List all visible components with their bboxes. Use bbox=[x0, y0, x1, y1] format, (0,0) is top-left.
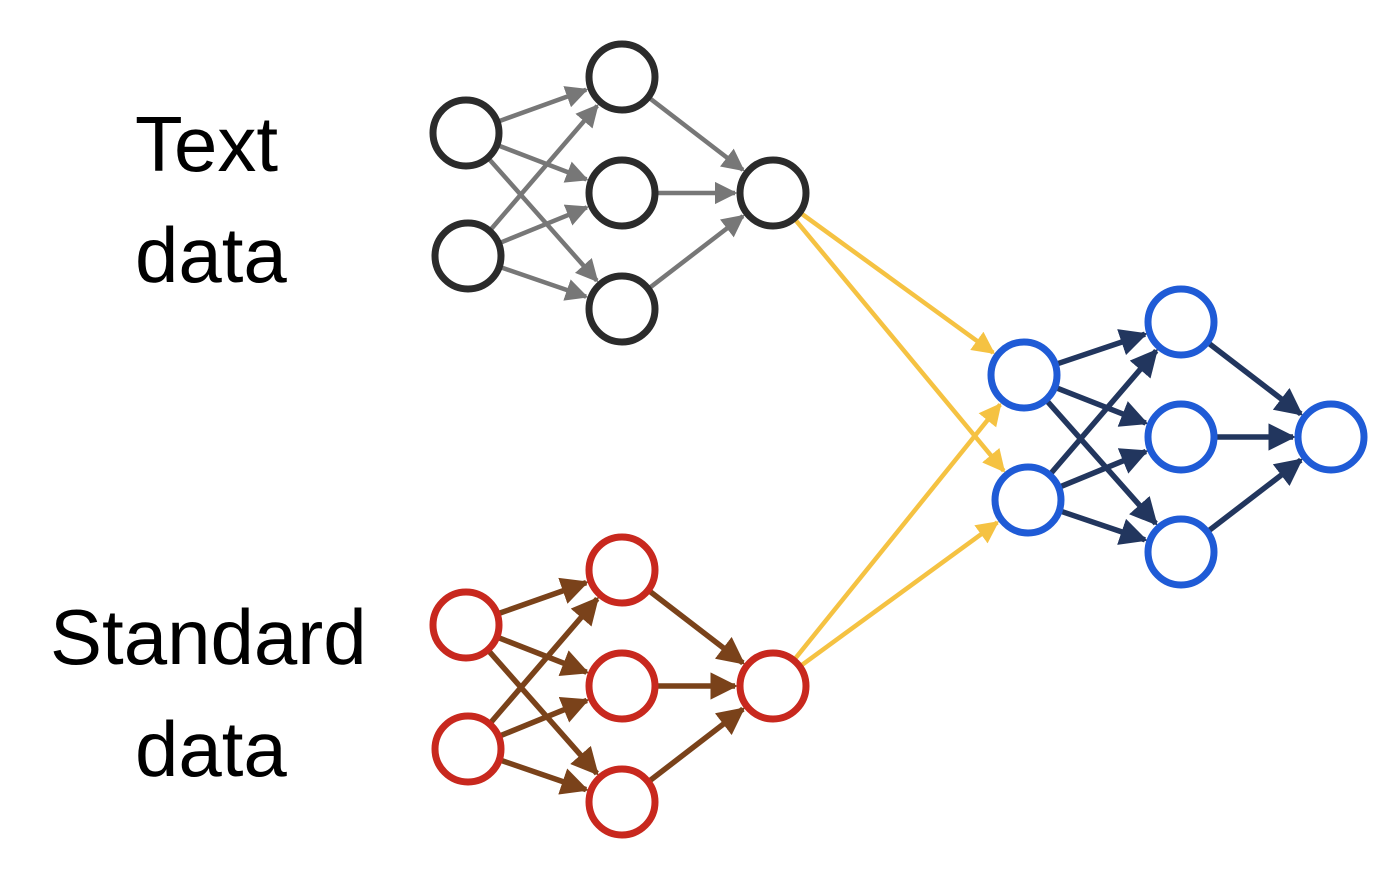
standard-edge-s_in1-to-s_h2 bbox=[497, 635, 590, 676]
text-edge-t_in1-to-t_h1 bbox=[498, 86, 589, 124]
merge-edge-s_out-to-m_in1 bbox=[793, 402, 1002, 661]
text-node-t_h2 bbox=[585, 156, 659, 230]
standard-edge-s_in2-to-s_h3 bbox=[500, 757, 589, 795]
head-edge-m_in1-to-m_h1 bbox=[1056, 329, 1148, 367]
head-edge-m_in1-to-m_h3 bbox=[1045, 399, 1158, 526]
standard-edge-s_in2-to-s_h1 bbox=[488, 596, 600, 725]
head-node-m_out bbox=[1294, 400, 1368, 474]
nodes-layer bbox=[429, 40, 1368, 839]
head-edge-m_h3-to-m_out bbox=[1207, 457, 1303, 533]
text-node-t_in2 bbox=[431, 219, 505, 293]
standard-edge-s_in2-to-s_h2 bbox=[499, 697, 590, 739]
text-data-label-line2: data bbox=[135, 211, 287, 299]
text-edge-t_in1-to-t_h2 bbox=[497, 143, 589, 183]
text-edge-t_in1-to-t_h3 bbox=[487, 157, 599, 283]
text-node-t_h1 bbox=[585, 40, 659, 114]
text-data-label-line1: Text bbox=[135, 100, 279, 188]
head-node-m_in1 bbox=[987, 338, 1061, 412]
standard-data-label-line2: data bbox=[135, 705, 287, 793]
text-node-t_h3 bbox=[585, 272, 659, 346]
merge-edge-t_out-to-m_in1 bbox=[799, 211, 996, 355]
text-edge-t_in2-to-t_h1 bbox=[489, 104, 599, 231]
head-edge-m_h1-to-m_out bbox=[1207, 341, 1303, 417]
text-node-t_out bbox=[736, 156, 810, 230]
standard-edge-s_h3-to-s_out bbox=[648, 706, 746, 783]
standard-data-label-line1: Standard bbox=[50, 593, 367, 681]
standard-node-s_in1 bbox=[429, 588, 503, 662]
standard-edge-s_in1-to-s_h1 bbox=[498, 577, 589, 616]
standard-node-s_in2 bbox=[431, 712, 505, 786]
text-edge-t_h1-to-t_out bbox=[648, 96, 745, 172]
head-edge-m_in2-to-m_h2 bbox=[1059, 448, 1149, 490]
edges-layer bbox=[487, 86, 1303, 795]
text-node-t_in1 bbox=[429, 96, 503, 170]
text-edge-t_h3-to-t_out bbox=[648, 214, 745, 290]
standard-node-s_h2 bbox=[585, 649, 659, 723]
standard-node-s_h1 bbox=[585, 533, 659, 607]
standard-edge-s_h1-to-s_out bbox=[648, 589, 746, 666]
head-node-m_h2 bbox=[1144, 400, 1218, 474]
head-edge-m_in2-to-m_h1 bbox=[1048, 348, 1159, 476]
text-edge-t_in2-to-t_h3 bbox=[500, 265, 589, 301]
standard-node-s_h3 bbox=[585, 765, 659, 839]
head-edge-m_in2-to-m_h3 bbox=[1060, 508, 1148, 545]
standard-edge-s_in1-to-s_h3 bbox=[487, 649, 599, 776]
head-node-m_h1 bbox=[1144, 285, 1218, 359]
head-node-m_in2 bbox=[991, 463, 1065, 537]
head-node-m_h3 bbox=[1144, 515, 1218, 589]
merge-edge-t_out-to-m_in2 bbox=[793, 218, 1006, 473]
merge-edge-s_out-to-m_in2 bbox=[799, 520, 1000, 668]
head-edge-m_in1-to-m_h2 bbox=[1055, 385, 1149, 427]
text-edge-t_in2-to-t_h2 bbox=[499, 204, 589, 245]
standard-node-s_out bbox=[736, 649, 810, 723]
